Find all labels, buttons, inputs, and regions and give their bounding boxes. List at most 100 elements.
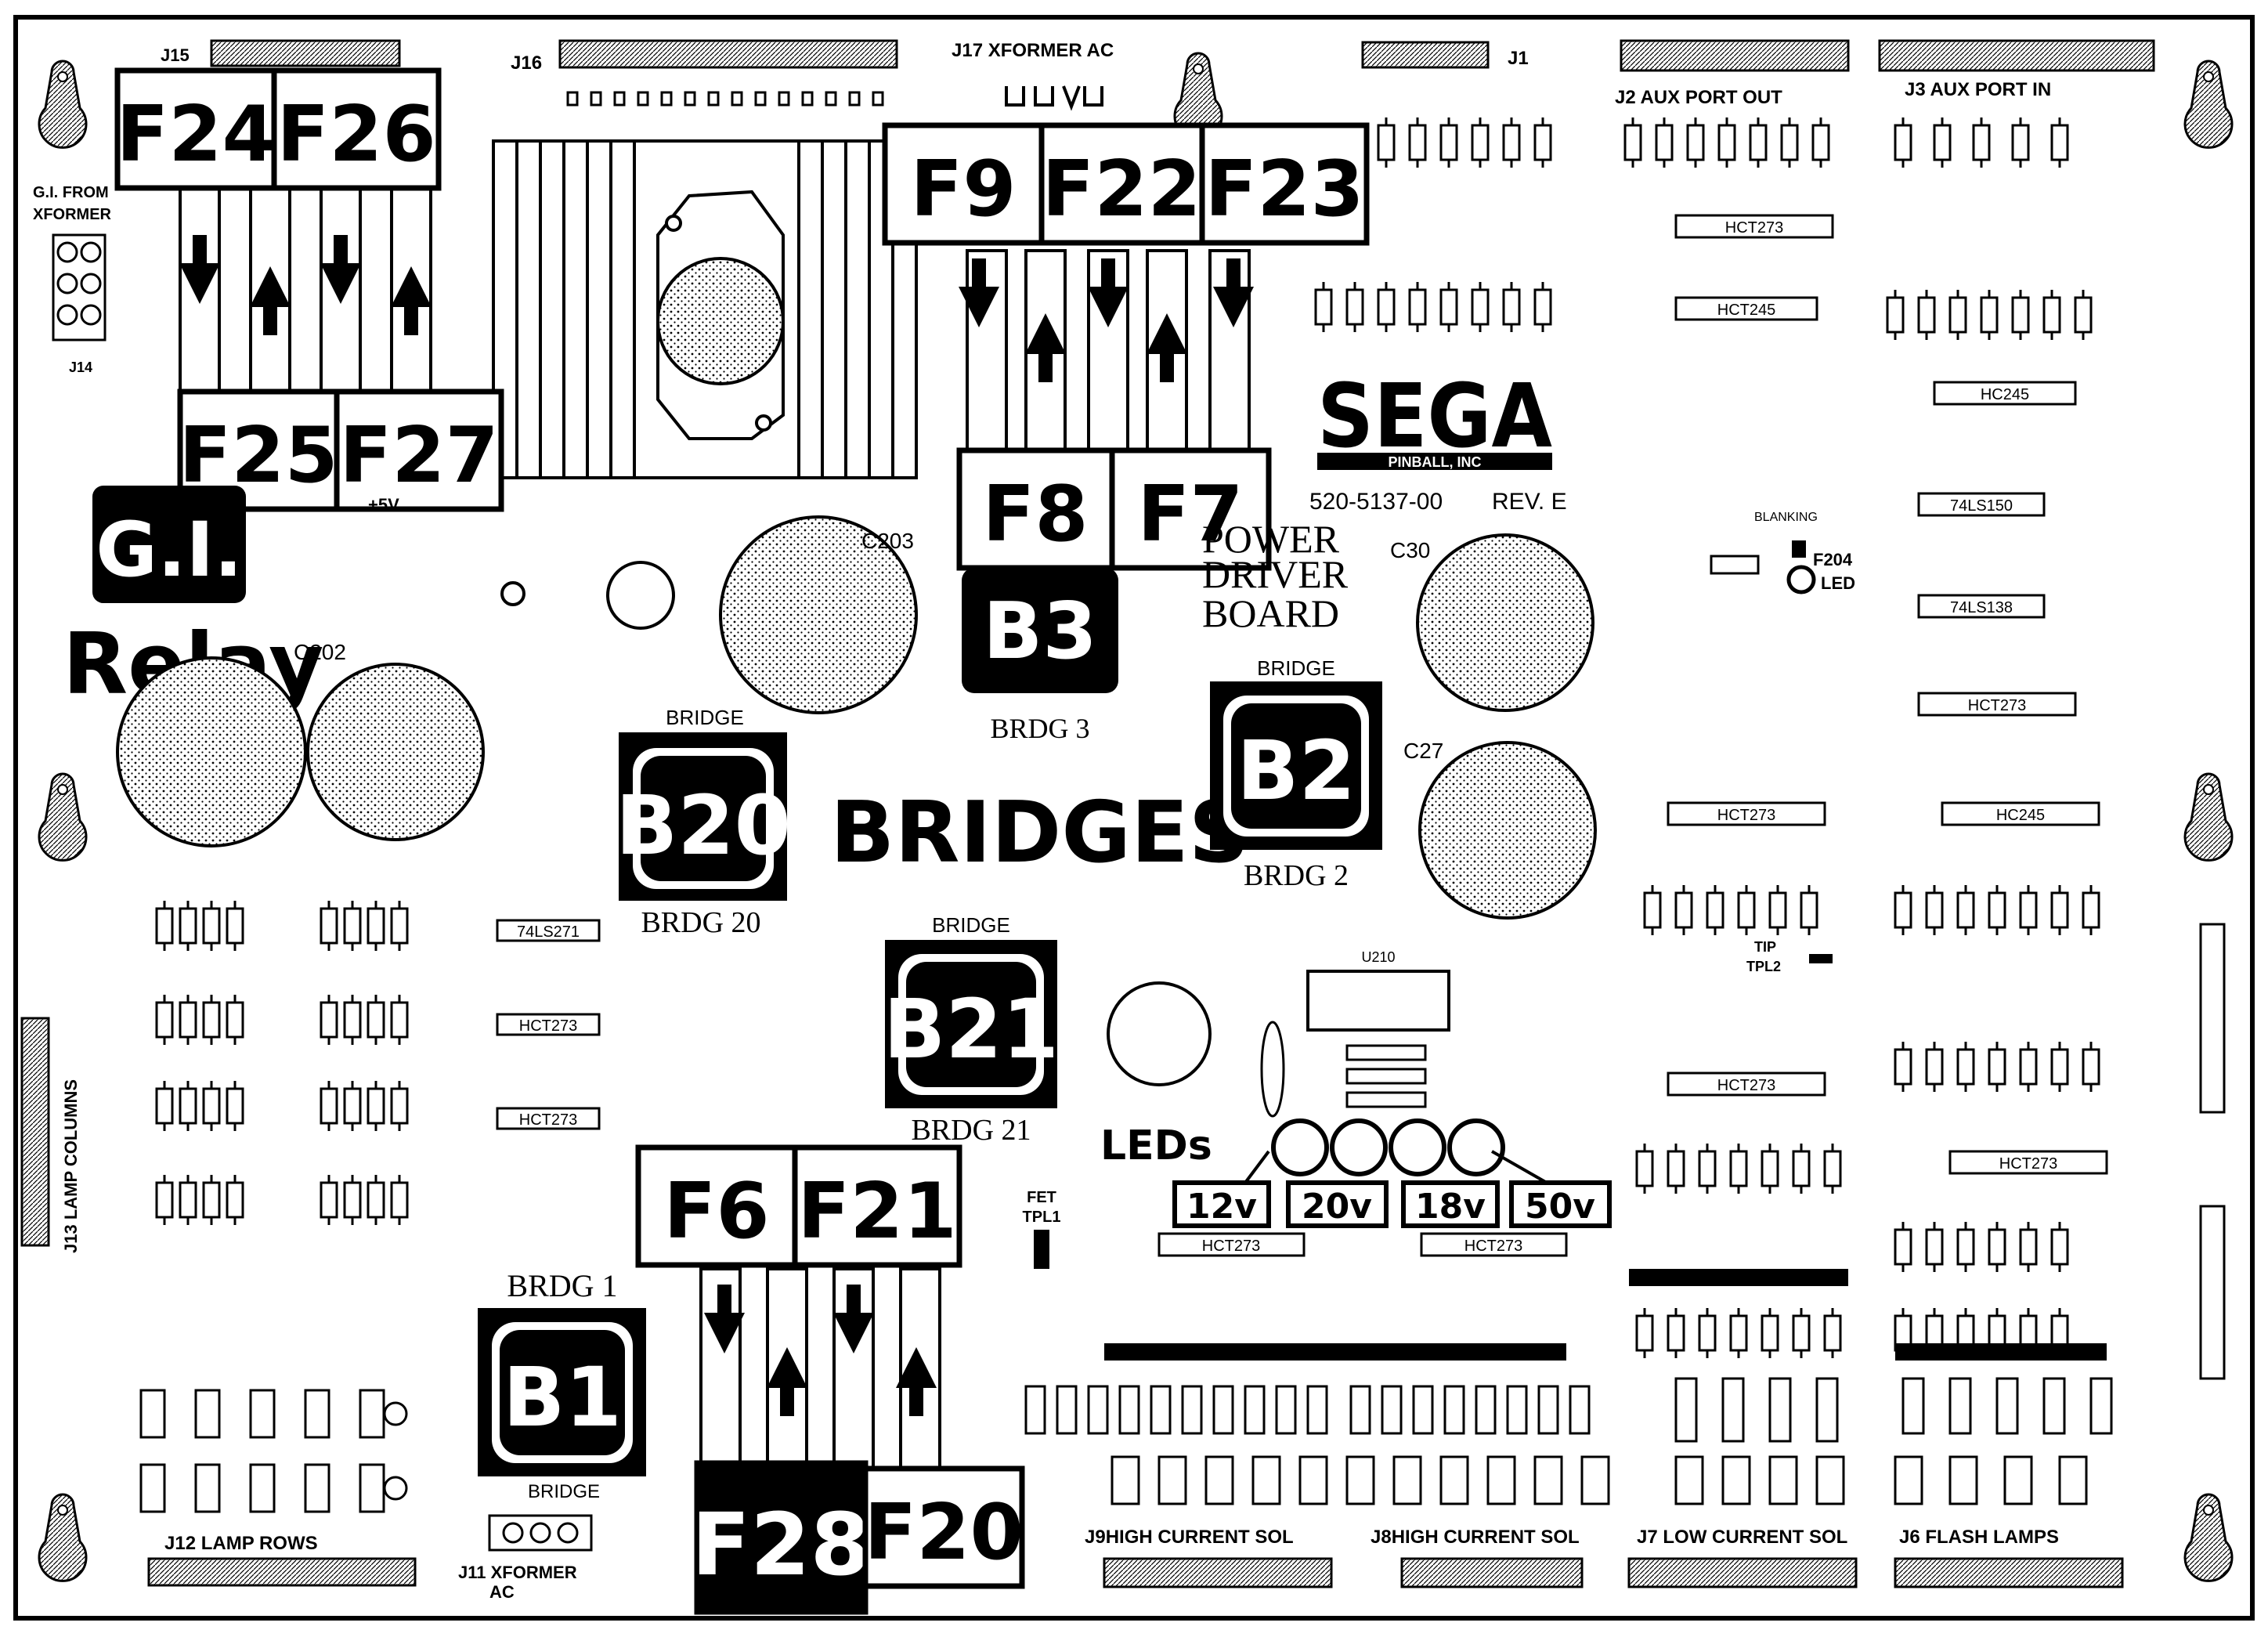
svg-text:B21: B21: [883, 981, 1059, 1077]
chip-74ls271: 74LS271: [496, 919, 601, 942]
svg-text:74LS138: 74LS138: [1950, 599, 2013, 616]
bridge-b21: BRIDGE B21 BRDG 21: [883, 913, 1059, 1147]
svg-text:HCT273: HCT273: [519, 1017, 577, 1035]
svg-text:F28: F28: [692, 1494, 870, 1595]
blanking-led: BLANKING F204 LED: [1710, 511, 1855, 594]
svg-text:FET: FET: [1027, 1189, 1056, 1206]
plus5v-label: +5V: [368, 495, 399, 515]
svg-text:J13 LAMP COLUMNS: J13 LAMP COLUMNS: [61, 1079, 81, 1253]
u210-component: U210: [1260, 949, 1450, 1118]
svg-text:J12 LAMP ROWS: J12 LAMP ROWS: [164, 1533, 318, 1554]
svg-text:12v: 12v: [1186, 1187, 1257, 1227]
svg-text:DRIVER: DRIVER: [1202, 552, 1349, 596]
chip-74ls150: 74LS150: [1917, 492, 2046, 517]
svg-text:HCT273: HCT273: [1999, 1155, 2057, 1173]
j16-connector: J16: [511, 39, 898, 107]
svg-text:B20: B20: [616, 778, 791, 873]
svg-text:TIP: TIP: [1754, 939, 1776, 955]
svg-text:XFORMER: XFORMER: [33, 206, 112, 223]
fuse-label-f24: F24: [114, 67, 277, 191]
fet-tpl1-label: FET TPL1: [1023, 1189, 1060, 1269]
chip-hct273-a: HCT273: [1674, 214, 1834, 239]
svg-text:BRIDGE: BRIDGE: [932, 913, 1010, 937]
j17-connector: J17 XFORMER AC: [952, 40, 1114, 111]
led-20v: 20v: [1286, 1180, 1389, 1228]
capacitor-c203: C203: [719, 515, 918, 714]
svg-text:B1: B1: [503, 1350, 622, 1445]
svg-text:F20: F20: [864, 1488, 1023, 1577]
svg-text:HCT273: HCT273: [1717, 1077, 1775, 1094]
svg-text:BRIDGE: BRIDGE: [666, 706, 744, 729]
svg-text:B3: B3: [983, 585, 1097, 677]
capacitor-c202-left: [116, 656, 307, 847]
svg-text:F8: F8: [982, 470, 1088, 559]
chip-hct273-g: HCT273: [1420, 1232, 1568, 1257]
svg-text:BRDG 20: BRDG 20: [641, 906, 760, 939]
svg-text:520-5137-00: 520-5137-00: [1309, 489, 1443, 515]
board-title: POWER DRIVER BOARD: [1202, 517, 1349, 635]
tip-tpl2-label: TIP TPL2: [1746, 939, 1833, 974]
svg-text:74LS271: 74LS271: [517, 923, 580, 941]
svg-text:J2 AUX PORT OUT: J2 AUX PORT OUT: [1615, 87, 1782, 108]
svg-text:J6 FLASH LAMPS: J6 FLASH LAMPS: [1899, 1527, 2059, 1548]
svg-text:F21: F21: [797, 1167, 956, 1256]
fuse-label-f9: F9: [882, 122, 1045, 246]
svg-text:G.I. FROM: G.I. FROM: [33, 184, 109, 201]
bridge-b20: BRIDGE B20 BRDG 20: [616, 706, 791, 939]
led-12v: 12v: [1172, 1180, 1271, 1228]
fuse-label-f7: F7: [1109, 447, 1272, 571]
j1-connector: J1: [1361, 41, 1529, 69]
svg-text:TPL2: TPL2: [1746, 959, 1781, 974]
capacitor-c202: C202: [294, 640, 485, 841]
svg-text:HCT273: HCT273: [1202, 1238, 1260, 1255]
svg-text:C202: C202: [294, 640, 346, 664]
svg-text:HC245: HC245: [1996, 807, 2045, 824]
svg-text:F27: F27: [339, 411, 498, 500]
chip-hct273-d: HCT273: [1667, 1071, 1826, 1097]
leds-section: LEDs 12v 20v 18v 50v: [1100, 1118, 1612, 1228]
svg-text:LEDs: LEDs: [1100, 1122, 1212, 1169]
svg-text:U210: U210: [1361, 949, 1395, 965]
lamp-row-transistors: [139, 1389, 408, 1513]
j3-connector: J3 AUX PORT IN: [1878, 39, 2155, 100]
fuse-label-f20: F20: [862, 1465, 1025, 1589]
svg-text:J17 XFORMER AC: J17 XFORMER AC: [952, 40, 1114, 61]
svg-text:J9HIGH CURRENT SOL: J9HIGH CURRENT SOL: [1085, 1527, 1294, 1548]
j11-connector: J11 XFORMER AC: [458, 1514, 593, 1602]
chip-hct273-h: HCT273: [496, 1013, 601, 1036]
svg-text:HCT273: HCT273: [1725, 219, 1783, 237]
svg-text:J15: J15: [161, 45, 190, 65]
svg-text:LED: LED: [1821, 573, 1855, 593]
svg-text:B2: B2: [1237, 723, 1356, 818]
svg-text:J11 XFORMER: J11 XFORMER: [458, 1563, 577, 1582]
svg-text:F26: F26: [276, 90, 435, 179]
j8-connector: J8HIGH CURRENT SOL: [1371, 1527, 1584, 1588]
chip-hct273-e: HCT273: [1948, 1150, 2108, 1175]
j14-gi-xformer-connector: G.I. FROM XFORMER J14: [33, 184, 112, 375]
svg-text:AC: AC: [489, 1582, 515, 1602]
svg-text:J8HIGH CURRENT SOL: J8HIGH CURRENT SOL: [1371, 1527, 1580, 1548]
driver-transistor-rows: [1024, 1269, 2113, 1505]
svg-text:BLANKING: BLANKING: [1754, 511, 1818, 524]
svg-text:F9: F9: [910, 145, 1016, 234]
svg-text:18v: 18v: [1415, 1187, 1486, 1227]
chip-74ls138: 74LS138: [1917, 594, 2046, 619]
svg-text:F23: F23: [1204, 145, 1363, 234]
svg-text:C30: C30: [1390, 538, 1430, 562]
svg-text:G.I.: G.I.: [96, 506, 242, 594]
svg-text:20v: 20v: [1302, 1187, 1372, 1227]
chip-hc245-b: HC245: [1941, 801, 2100, 826]
bridge-b1: BRDG 1 B1 BRIDGE: [478, 1268, 646, 1502]
small-capacitors: [500, 561, 1212, 1086]
fuse-label-f8: F8: [956, 447, 1115, 571]
svg-text:F24: F24: [116, 90, 275, 179]
svg-text:HCT273: HCT273: [1464, 1238, 1522, 1255]
bridge-b3: B3 BRDG 3: [962, 568, 1118, 744]
fuse-label-f28: F28: [692, 1460, 870, 1615]
svg-text:HCT245: HCT245: [1717, 302, 1775, 319]
fuse-label-f6: F6: [635, 1144, 798, 1268]
svg-text:BRDG 1: BRDG 1: [507, 1268, 617, 1303]
svg-text:HCT273: HCT273: [1717, 807, 1775, 824]
svg-text:BRDG 2: BRDG 2: [1244, 859, 1349, 892]
